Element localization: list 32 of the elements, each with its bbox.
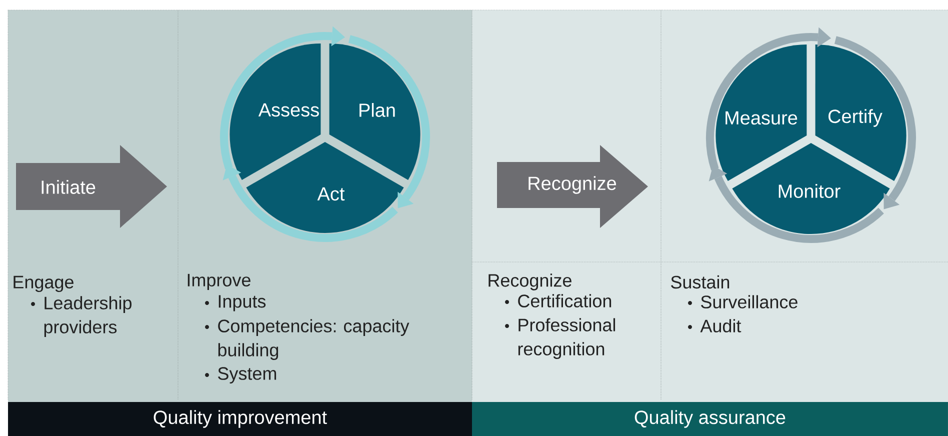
node-label: Measure [726, 111, 798, 125]
cycle-arrow [706, 27, 831, 170]
cycle-segment: Monitor [732, 143, 890, 234]
bullet-item: Inputs [205, 295, 266, 312]
node-label: Assess [258, 103, 319, 117]
column-heading: Engage [14, 276, 74, 292]
node-label: Act [317, 187, 345, 201]
cycle-arrow [708, 166, 728, 182]
column-heading: Recognize [488, 274, 572, 290]
cycle-segment: Act [246, 142, 404, 233]
node-label: Plan [360, 103, 395, 117]
cycle-arrow [398, 192, 414, 208]
footer-band: Quality assurance [472, 402, 948, 436]
bullet-item: Professional recognition [505, 318, 616, 359]
cycle-segment: Assess [230, 44, 321, 180]
cycle-segment: Measure [716, 44, 807, 181]
bullet-item: System [205, 367, 276, 384]
column-heading: Improve [188, 274, 250, 290]
cycle-arrow [884, 192, 900, 210]
bullet-item: Certification [505, 294, 612, 308]
bullet-item: Audit [688, 319, 742, 332]
cycle-arrow [222, 164, 242, 180]
cycle-segment: Plan [329, 44, 420, 180]
bullet-item: Surveillance [688, 295, 798, 308]
bullet-item: Leadership providers [31, 296, 132, 337]
cycle-arrow [220, 26, 345, 170]
bullet-item: Competencies: capacity building [205, 319, 410, 360]
node-label: Certify [828, 109, 882, 127]
node-label: Monitor [778, 184, 840, 198]
column-heading: Sustain [671, 275, 730, 289]
footer-band: Quality improvement [8, 402, 472, 436]
cycle-segment: Certify [815, 44, 906, 181]
